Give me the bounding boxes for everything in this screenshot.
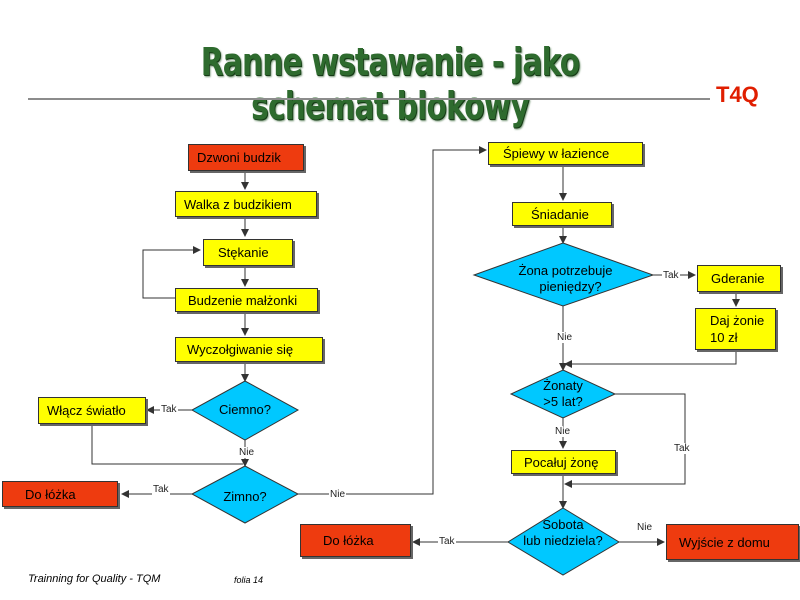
process-sniadanie: Śniadanie <box>512 202 612 226</box>
wlacz-connector <box>91 425 243 465</box>
process-wlacz-swiatlo: Włącz światło <box>38 397 146 424</box>
process-gderanie: Gderanie <box>697 265 781 292</box>
decision-zimno-label: Zimno? <box>223 489 267 504</box>
branch-label-ciemno-nie: Nie <box>238 447 256 458</box>
process-budzenie-malzonki: Budzenie małżonki <box>175 288 318 312</box>
brand-logo: T4Q <box>716 82 759 107</box>
decision-zonaty-label-2: >5 lat? <box>543 394 583 409</box>
title-divider <box>28 98 710 100</box>
footer-course-name: Trainning for Quality - TQM <box>28 573 161 585</box>
branch-label-zimno-tak: Tak <box>152 484 170 495</box>
process-wyczolgiwanie: Wyczołgiwanie się <box>175 337 323 362</box>
start-dzwoni-budzik: Dzwoni budzik <box>188 144 304 171</box>
decision-sobota-label-1: Sobota <box>542 517 584 532</box>
terminal-do-lozka-left: Do łóżka <box>2 481 118 507</box>
decision-zonaty-label-1: Żonaty <box>543 378 583 393</box>
process-daj-zonie-10zl: Daj żonie 10 zł <box>695 308 776 350</box>
branch-label-zona-tak: Tak <box>662 270 680 281</box>
zimno-nie-connector <box>297 146 487 495</box>
decision-zonaty-shape <box>509 369 617 419</box>
page-title: Ranne wstawanie - jako schemat blokowy <box>200 40 580 128</box>
decision-sobota-label-2: lub niedziela? <box>523 533 603 548</box>
terminal-wyjscie-z-domu: Wyjście z domu <box>666 524 799 560</box>
process-stekanie: Stękanie <box>203 239 293 266</box>
branch-label-zimno-nie: Nie <box>329 489 347 500</box>
branch-label-zona-nie: Nie <box>556 332 574 343</box>
daj-connector <box>564 350 737 368</box>
terminal-do-lozka-right: Do łóżka <box>300 524 411 557</box>
decision-ciemno-label: Ciemno? <box>218 402 272 417</box>
decision-sobota-shape <box>507 507 620 576</box>
footer-slide-number: folia 14 <box>234 575 264 585</box>
daj-line-1: Daj żonie <box>710 313 765 328</box>
loop-connector <box>142 246 201 299</box>
decision-ciemno-shape <box>190 380 300 441</box>
branch-label-sobota-tak: Tak <box>438 536 456 547</box>
decision-zona-label-1: Żona potrzebuje <box>518 263 613 278</box>
branch-label-zonaty-nie: Nie <box>554 426 572 437</box>
branch-label-zonaty-tak: Tak <box>673 443 691 454</box>
decision-zona-shape <box>472 242 655 307</box>
process-walka-z-budzikiem: Walka z budzikiem <box>175 191 317 217</box>
process-pocaluj-zone: Pocałuj żonę <box>511 450 616 474</box>
daj-line-2: 10 zł <box>710 330 738 345</box>
decision-zimno-shape <box>190 465 300 524</box>
branch-label-ciemno-tak: Tak <box>160 404 178 415</box>
process-spiewy-w-lazience: Śpiewy w łazience <box>488 142 643 165</box>
branch-label-sobota-nie: Nie <box>636 522 654 533</box>
decision-zona-label-2: pieniędzy? <box>539 279 602 294</box>
zonaty-tak-connector <box>564 393 686 488</box>
